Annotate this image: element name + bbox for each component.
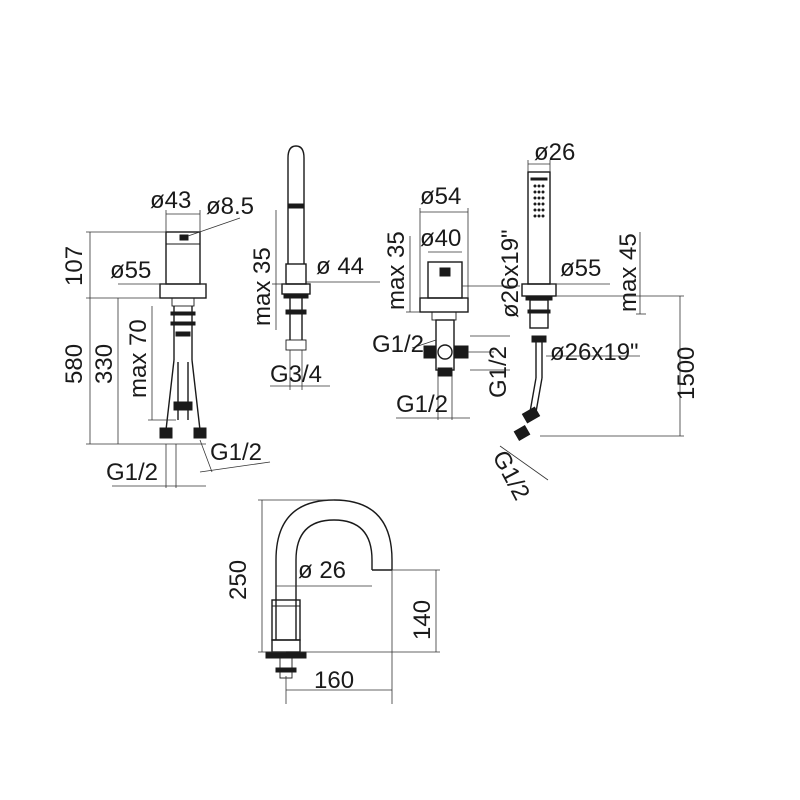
label-shower-max45: max 45 <box>615 233 642 312</box>
hand-shower-component: ø26 ø55 max 45 ø26x19" 1500 G1/2 <box>487 139 700 505</box>
label-mixer-knob-dia: ø8.5 <box>206 193 254 220</box>
label-shower-dia26: ø26 <box>534 139 575 166</box>
label-mixer-g12-right: G1/2 <box>210 439 262 466</box>
label-bottom-140: 140 <box>409 600 436 640</box>
label-spout-max35: max 35 <box>249 247 276 326</box>
label-shower-rect: ø26x19" <box>550 339 639 366</box>
diverter-component: ø54 ø40 max 35 ø26x19" G1/2 G1/2 G1/2 <box>372 183 524 420</box>
label-shower-hose: 1500 <box>673 347 700 400</box>
label-mixer-tail: 330 <box>91 344 118 384</box>
label-mixer-height: 107 <box>61 246 88 286</box>
label-mixer-total: 580 <box>61 344 88 384</box>
mixer-component: ø43 ø8.5 107 ø55 580 330 max 70 G1/2 G1/… <box>61 187 271 488</box>
label-shower-dia55: ø55 <box>560 255 601 282</box>
shower-spray-dots <box>533 184 545 218</box>
label-spout-g34: G3/4 <box>270 361 322 388</box>
label-div-g12-right: G1/2 <box>485 346 512 398</box>
label-mixer-max70: max 70 <box>125 319 152 398</box>
label-div-max35: max 35 <box>383 231 410 310</box>
label-div-dia54: ø54 <box>420 183 461 210</box>
label-mixer-top-dia: ø43 <box>150 187 191 214</box>
label-shower-g12: G1/2 <box>487 446 535 505</box>
label-mixer-g12-left: G1/2 <box>106 459 158 486</box>
label-spout-dia44: ø 44 <box>316 253 364 280</box>
label-div-dia40: ø40 <box>420 225 461 252</box>
label-div-g12-side: G1/2 <box>372 331 424 358</box>
label-mixer-base-dia: ø55 <box>110 257 151 284</box>
curved-spout-component: 250 ø 26 140 160 <box>225 499 440 704</box>
label-bottom-dia26: ø 26 <box>298 557 346 584</box>
label-bottom-160: 160 <box>314 667 354 694</box>
label-div-g12-bottom: G1/2 <box>396 391 448 418</box>
label-bottom-250: 250 <box>225 560 252 600</box>
label-div-rect: ø26x19" <box>497 229 524 318</box>
spout-post-component: max 35 ø 44 G3/4 <box>249 145 380 390</box>
